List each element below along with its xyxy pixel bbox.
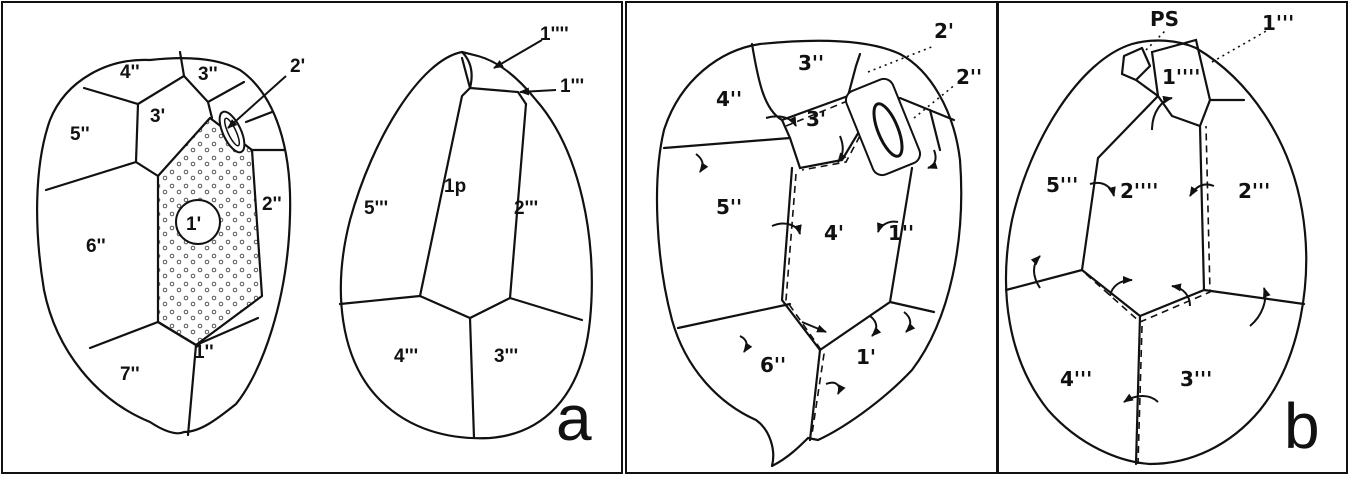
- label-b-1pp: 1'': [888, 221, 914, 245]
- label-3ppp: 3''': [494, 346, 518, 367]
- label-6pp: 6'': [86, 236, 106, 257]
- label-1ppp: 1''': [560, 76, 584, 97]
- label-b-4ppp: 4''': [1060, 367, 1092, 391]
- label-5ppp: 5''': [364, 198, 388, 219]
- label-b-3pp: 3'': [798, 51, 824, 75]
- panel-letter-a: a: [556, 382, 592, 454]
- label-b-2ppp: 2''': [1238, 179, 1270, 203]
- label-1pp: 1'': [194, 342, 214, 363]
- label-b-1pppp: 1'''': [1162, 65, 1200, 89]
- label-b-2p: 2': [934, 19, 954, 43]
- label-3p: 3': [150, 106, 165, 127]
- label-2p: 2': [290, 56, 305, 77]
- label-b-3ppp: 3''': [1180, 367, 1212, 391]
- label-1p-plate: 1p: [444, 176, 466, 197]
- label-b-4p: 4': [824, 221, 844, 245]
- label-1pppp: 1'''': [540, 24, 569, 45]
- label-b-6pp: 6'': [760, 353, 786, 377]
- panel-letter-b: b: [1284, 390, 1320, 462]
- label-1p: 1': [186, 214, 201, 235]
- label-4pp: 4'': [120, 62, 140, 83]
- label-b-2pp: 2'': [956, 65, 982, 89]
- label-b-5ppp: 5''': [1046, 173, 1078, 197]
- label-b-ps: PS: [1150, 7, 1179, 31]
- label-2pp: 2'': [262, 194, 282, 215]
- label-b-4pp: 4'': [716, 87, 742, 111]
- label-b-1p: 1': [856, 345, 876, 369]
- label-b-2pppp: 2'''': [1120, 179, 1158, 203]
- label-5pp: 5'': [70, 124, 90, 145]
- label-4ppp: 4''': [394, 346, 418, 367]
- label-b-3p: 3': [806, 107, 826, 131]
- label-b-5pp: 5'': [716, 195, 742, 219]
- label-7pp: 7'': [120, 364, 140, 385]
- label-b-1ppp: 1''': [1262, 11, 1294, 35]
- label-2ppp: 2''': [514, 198, 538, 219]
- label-3pp: 3'': [198, 64, 218, 85]
